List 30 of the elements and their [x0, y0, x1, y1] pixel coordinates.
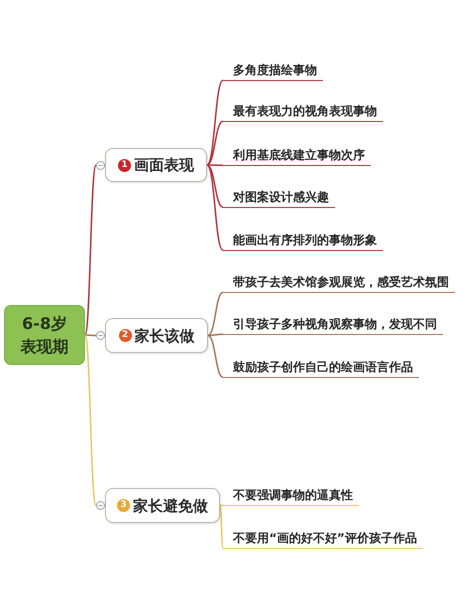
number-badge: 1	[118, 158, 131, 172]
underlined-subtopic: 能画出有序排列的事物形象	[223, 231, 383, 251]
underlined-subtopic: 不要强调事物的逼真性	[223, 486, 359, 506]
underlined-subtopic: 多角度描绘事物	[223, 61, 323, 81]
number-badge: 2	[118, 329, 132, 342]
connector-line	[208, 334, 224, 378]
topic-title: 家长避免做	[133, 496, 208, 514]
connector-line	[85, 334, 96, 336]
connector-line	[84, 334, 97, 506]
underlined-subtopic: 最有表现力的视角表现事物	[223, 102, 383, 122]
connector-line	[207, 164, 223, 166]
underlined-subtopic: 带孩子去美术馆参观展览，感受艺术氛围	[223, 273, 455, 293]
central-topic-box	[4, 305, 85, 365]
connector-line	[208, 334, 224, 336]
connector-line	[206, 164, 224, 208]
topic-title: 6-8岁表现期	[20, 313, 70, 358]
underlined-subtopic: 对图案设计感兴趣	[223, 188, 335, 208]
underlined-subtopic: 利用基底线建立事物次序	[223, 146, 371, 166]
underlined-subtopic: 引导孩子多种视角观察事物，发现不同	[223, 315, 443, 335]
connector-line	[208, 292, 224, 336]
connector-line	[206, 80, 224, 166]
number-badge: 3	[117, 499, 130, 512]
connector-line	[84, 164, 97, 336]
topic-title: 家长该做	[134, 326, 194, 344]
topic-title: 画面表现	[134, 156, 194, 174]
connector-line	[206, 120, 224, 166]
connector-line	[206, 164, 224, 251]
underlined-subtopic: 不要用“画的好不好”评价孩子作品	[223, 529, 423, 549]
underlined-subtopic: 鼓励孩子创作自己的绘画语言作品	[223, 358, 419, 378]
connector-line	[219, 505, 224, 548]
